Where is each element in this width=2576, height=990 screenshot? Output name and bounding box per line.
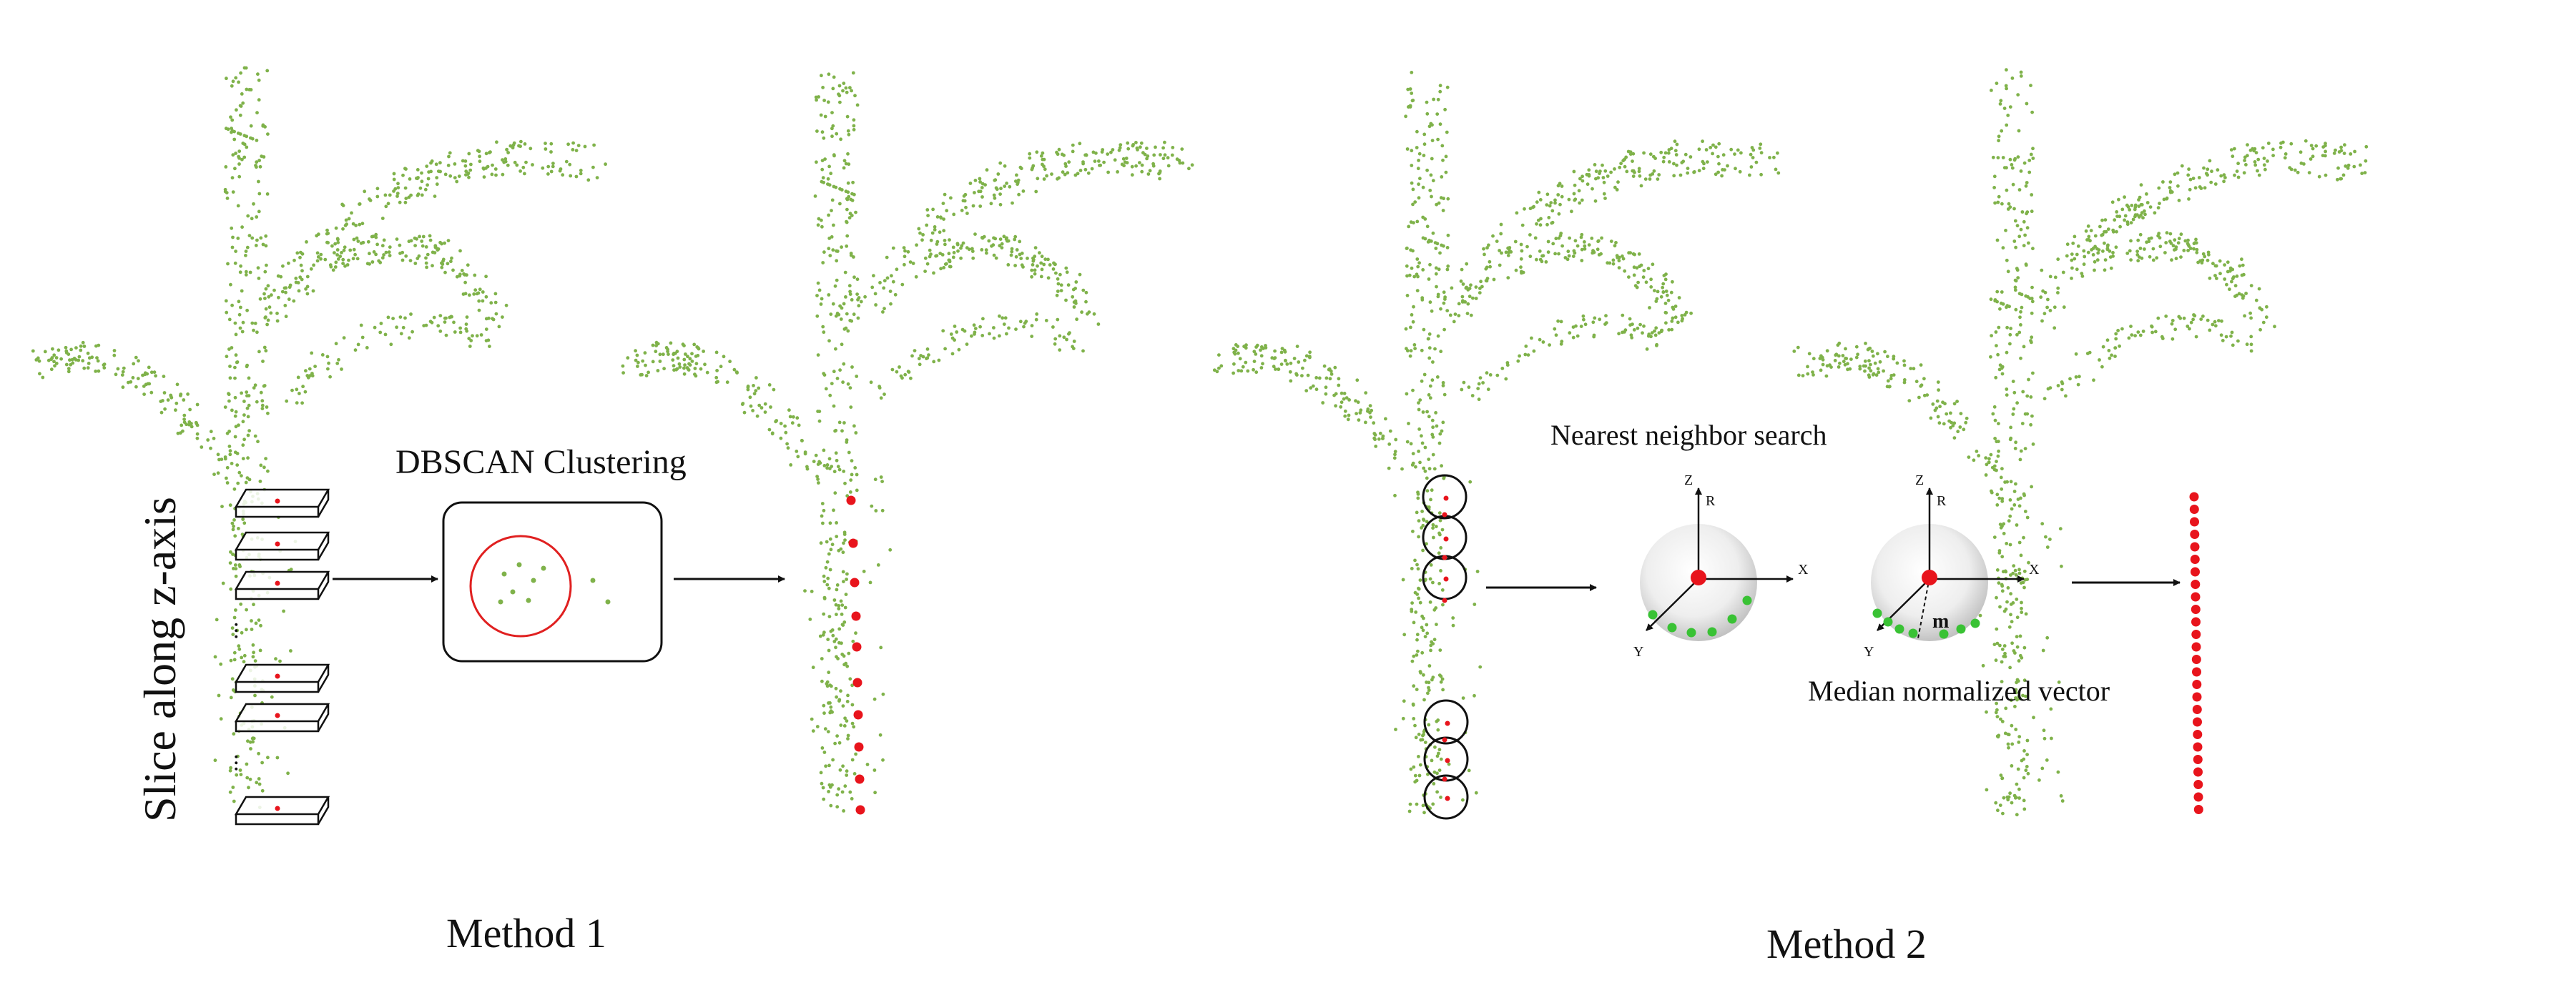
slice-center-point [275, 806, 280, 811]
skeleton-point [2191, 617, 2201, 627]
slice-center-point [275, 541, 280, 547]
sphere1-r-label: R [1706, 493, 1716, 509]
slice-ellipsis-2: ... [217, 754, 243, 773]
skeleton-point [2193, 755, 2203, 764]
slice-plane [234, 703, 330, 733]
skeleton-point [2192, 705, 2202, 714]
dbscan-cluster-points [498, 562, 611, 605]
skeleton-point [2193, 717, 2202, 727]
sphere2-r-label: R [1937, 493, 1947, 509]
neighbor-center-point [1443, 495, 1449, 501]
neighbor-center-point [1442, 776, 1447, 782]
sphere1-x-axis-label: X [1798, 562, 1809, 578]
skeleton-point [2189, 492, 2199, 502]
neighbor-center-point [1443, 536, 1449, 542]
skeleton-point [855, 805, 865, 815]
skeleton-point [846, 495, 856, 505]
method2-caption: Method 2 [1766, 921, 1927, 967]
sphere2-x-axis-label: X [2029, 562, 2040, 578]
skeleton-point [2193, 805, 2203, 814]
neighbor-center-point [1443, 576, 1449, 582]
skeleton-point [2190, 542, 2200, 552]
skeleton-point [851, 611, 861, 621]
tree-point-cloud-1 [31, 66, 607, 809]
slice-plane [234, 531, 330, 561]
dbscan-clustering-box [442, 501, 663, 663]
neighbor-center-point [1445, 721, 1450, 726]
dbscan-cluster-circle [469, 535, 572, 638]
skeleton-point [2193, 780, 2203, 789]
skeleton-point [854, 742, 864, 752]
method1-skeleton-points [846, 495, 865, 815]
skeleton-point [2193, 767, 2203, 777]
tree-point-cloud-3 [1212, 71, 1781, 815]
neighbor-sphere [1640, 487, 1794, 641]
skeleton-point [848, 538, 858, 548]
skeleton-point [2189, 505, 2199, 514]
neighbor-center-point [1442, 737, 1447, 743]
skeleton-point [2193, 792, 2203, 802]
slice-plane [234, 570, 330, 600]
sphere1-y-axis-label: Y [1633, 644, 1643, 660]
median-vector-m-label: m [1932, 610, 1949, 633]
method2-skeleton-points [2189, 492, 2203, 814]
skeleton-point [852, 678, 862, 688]
neighbor-circle [1423, 699, 1469, 745]
slice-center-point [275, 713, 280, 718]
sphere2-z-axis-label: Z [1915, 472, 1924, 488]
tree-point-cloud-2 [621, 71, 1194, 813]
neighbor-center-point [1442, 555, 1447, 560]
neighbor-center-point [1442, 512, 1447, 518]
slice-plane [234, 488, 330, 518]
slice-plane [234, 663, 330, 693]
skeleton-point [2192, 667, 2201, 677]
skeleton-point [2192, 680, 2202, 689]
skeleton-point [2190, 530, 2200, 539]
slice-plane [234, 796, 330, 826]
neighbor-circle [1422, 474, 1468, 520]
skeleton-point [2191, 580, 2201, 589]
skeleton-point [2191, 630, 2201, 639]
nearest-neighbor-label: Nearest neighbor search [1550, 419, 1827, 451]
slice-center-point [275, 580, 280, 586]
skeleton-point [853, 710, 863, 720]
neighbor-center-point [1445, 758, 1450, 763]
skeleton-point [2192, 692, 2202, 702]
sphere1-z-axis-label: Z [1684, 472, 1693, 488]
neighbor-center-point [1445, 796, 1450, 801]
skeleton-point [2191, 655, 2201, 664]
slice-center-point [275, 498, 280, 504]
tree-point-cloud-4 [1792, 68, 2369, 817]
median-normalized-vector-label: Median normalized vector [1808, 675, 2110, 707]
skeleton-point [2191, 605, 2201, 614]
skeleton-point [2193, 730, 2203, 739]
slice-center-point [275, 673, 280, 679]
neighbor-center-point [1442, 598, 1447, 603]
skeleton-point [852, 642, 862, 652]
skeleton-point [2191, 642, 2201, 652]
slice-ellipsis-1: ... [217, 622, 243, 640]
skeleton-point [2193, 742, 2203, 752]
skeleton-point [855, 774, 865, 784]
skeleton-point [2190, 517, 2199, 527]
method1-caption: Method 1 [446, 910, 606, 956]
skeleton-point [2190, 555, 2200, 564]
neighbor-circles [1422, 474, 1469, 820]
dbscan-clustering-label: DBSCAN Clustering [395, 443, 687, 481]
neighbor-circle [1423, 774, 1469, 820]
skeleton-point [850, 578, 860, 588]
median-vector-sphere [1871, 487, 2025, 641]
sphere2-y-axis-label: Y [1864, 644, 1874, 660]
slice-stack [234, 488, 330, 826]
slice-axis-label: Slice along z-axis [134, 497, 185, 822]
skeleton-point [2191, 592, 2201, 602]
skeleton-point [2191, 567, 2200, 577]
